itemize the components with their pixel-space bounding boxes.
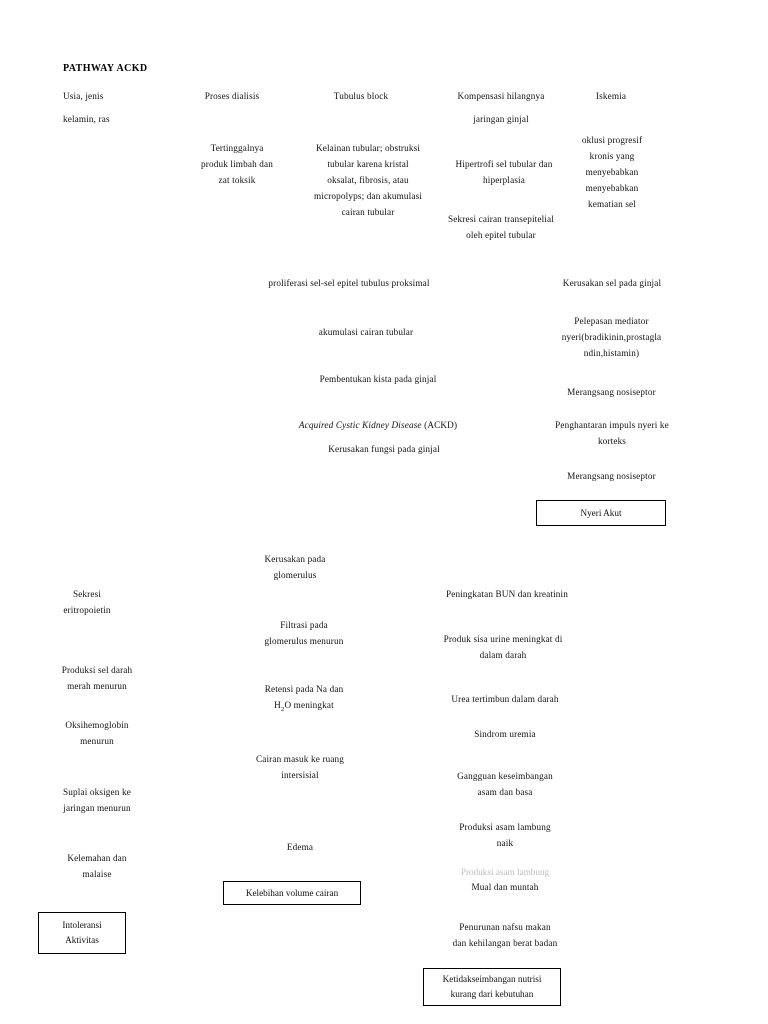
box-kelebihan-volume-cairan: Kelebihan volume cairan (223, 881, 361, 905)
column-header-kelamin: kelamin, ras (63, 114, 110, 124)
node-kelainan-tubular: Kelainan tubular; obstruksi tubular kare… (313, 143, 422, 217)
node-kerusakan-sel-ginjal: Kerusakan sel pada ginjal (562, 278, 662, 288)
node-ackd: Acquired Cystic Kidney Disease (ACKD) (272, 417, 484, 433)
node-penurunan-nafsu: Penurunan nafsu makan dan kehilangan ber… (452, 922, 558, 948)
column-header-kompensasi: Kompensasi hilangnya (457, 91, 545, 101)
node-kelemahan-malaise: Kelemahan dan malaise (67, 853, 127, 879)
box-ketidakseimbangan-nutrisi: Ketidakseimbangan nutrisi kurang dari ke… (423, 968, 561, 1006)
node-ackd-plain: (ACKD) (421, 420, 458, 430)
node-suplai-oksigen: Suplai oksigen ke jaringan menurun (63, 787, 131, 813)
node-merangsang-nosiseptor-2: Merangsang nosiseptor (567, 471, 656, 481)
column-header-usia: Usia, jenis (63, 91, 104, 101)
column-header-iskemia: Iskemia (595, 91, 627, 101)
node-proliferasi: proliferasi sel-sel epitel tubulus proks… (268, 278, 430, 288)
node-kerusakan-glomerulus: Kerusakan pada glomerulus (264, 554, 326, 580)
node-gangguan-asam-basa: Gangguan keseimbangan asam dan basa (457, 771, 553, 797)
box-nyeri-akut: Nyeri Akut (536, 500, 666, 526)
node-mual-muntah: Mual dan muntah (471, 882, 539, 892)
node-penghantaran-impuls: Penghantaran impuls nyeri ke korteks (555, 420, 669, 446)
node-pelepasan-mediator: Pelepasan mediator nyeri(bradikinin,pros… (561, 316, 662, 358)
node-sekresi-transepitelial: Sekresi cairan transepitelial oleh epite… (448, 214, 554, 240)
node-akumulasi-cairan: akumulasi cairan tubular (318, 327, 414, 337)
node-retensi-na-sub: 2 (280, 705, 285, 713)
node-mual-muntah-overlap-artifact: Produksi asam lambung (460, 867, 550, 877)
column-header-proses-dialisis: Proses dialisis (204, 91, 260, 101)
node-produk-sisa-urine: Produk sisa urine meningkat di dalam dar… (443, 634, 563, 660)
node-edema: Edema (286, 842, 314, 852)
column-header-tubulus-block: Tubulus block (333, 91, 389, 101)
node-cairan-intersisial: Cairan masuk ke ruang intersisial (255, 754, 345, 780)
node-tertinggalnya: Tertinggalnya produk limbah dan zat toks… (201, 143, 273, 185)
node-sindrom-uremia: Sindrom uremia (474, 729, 536, 739)
node-sekresi-eritropoietin: Sekresi eritropoietin (63, 589, 111, 615)
node-urea-tertimbun: Urea tertimbun dalam darah (451, 694, 559, 704)
page-title: PATHWAY ACKD (63, 63, 148, 74)
node-ackd-italic: Acquired Cystic Kidney Disease (298, 420, 422, 430)
node-retensi-na-pre: Retensi pada Na dan H (264, 684, 344, 710)
node-oksihemoglobin: Oksihemoglobin menurun (65, 720, 129, 746)
node-pembentukan-kista: Pembentukan kista pada ginjal (319, 374, 437, 384)
column-header-jaringan-ginjal: jaringan ginjal (473, 114, 529, 124)
node-filtrasi-glomerulus: Filtrasi pada glomerulus menurun (264, 620, 344, 646)
node-oklusi: oklusi progresif kronis yang menyebabkan… (581, 135, 643, 209)
node-merangsang-nosiseptor-1: Merangsang nosiseptor (567, 387, 656, 397)
node-retensi-na-post: O meningkat (284, 700, 334, 710)
node-produksi-asam-lambung: Produksi asam lambung naik (459, 822, 551, 848)
box-intoleransi-aktivitas: Intoleransi Aktivitas (38, 912, 126, 954)
node-retensi-na: Retensi pada Na dan H2O meningkat (240, 681, 368, 718)
node-peningkatan-bun: Peningkatan BUN dan kreatinin (446, 589, 568, 599)
node-hipertrofi: Hipertrofi sel tubular dan hiperplasia (455, 159, 553, 185)
node-produksi-sel-darah: Produksi sel darah merah menurun (61, 665, 133, 691)
node-kerusakan-fungsi: Kerusakan fungsi pada ginjal (328, 444, 440, 454)
